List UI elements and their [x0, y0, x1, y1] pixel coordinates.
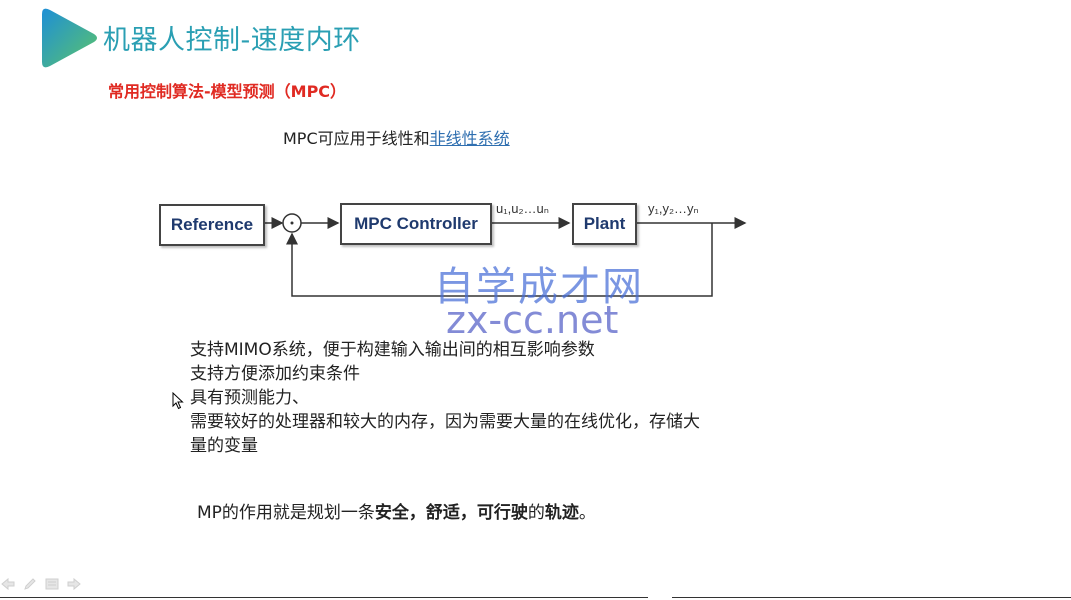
feature-item: 具有预测能力、 [190, 388, 309, 408]
controller-output-label: u₁,u₂…uₙ [496, 201, 549, 216]
play-logo-icon [42, 8, 97, 68]
feature-item: 支持方便添加约束条件 [190, 364, 360, 384]
summary-part3: 的 [527, 503, 545, 523]
bottom-divider [0, 597, 648, 598]
summing-junction [282, 213, 302, 233]
intro-prefix: MPC可应用于线性和 [283, 129, 430, 148]
summary-part1: MP的作用就是规划一条 [197, 503, 375, 523]
slide-subtitle: 常用控制算法-模型预测（MPC） [108, 82, 347, 101]
bottom-divider [672, 597, 1071, 598]
mpc-controller-block: MPC Controller [340, 203, 492, 245]
feature-list: 支持MIMO系统，便于构建输入输出间的相互影响参数 支持方便添加约束条件 具有预… [190, 338, 700, 458]
intro-text: MPC可应用于线性和非线性系统 [283, 125, 510, 149]
feature-item: 需要较好的处理器和较大的内存，因为需要大量的在线优化，存储大量的变量 [190, 412, 700, 456]
reference-block: Reference [159, 204, 265, 246]
plant-output-label: y₁,y₂…yₙ [648, 201, 699, 216]
summary-emphasis: 安全，舒适，可行驶 [374, 503, 528, 523]
feature-item: 支持MIMO系统，便于构建输入输出间的相互影响参数 [190, 340, 595, 360]
nav-forward-icon[interactable] [66, 576, 82, 591]
nav-back-icon[interactable] [0, 576, 16, 591]
slides-menu-icon[interactable] [44, 576, 60, 590]
watermark-site-url: zx-cc.net [446, 298, 619, 342]
nonlinear-systems-link[interactable]: 非线性系统 [429, 129, 510, 148]
slide-nav-controls [0, 576, 82, 591]
pen-icon[interactable] [22, 576, 38, 590]
plant-block: Plant [572, 203, 637, 245]
slide-title: 机器人控制-速度内环 [103, 25, 361, 56]
mouse-cursor-icon [172, 392, 184, 410]
summary-text: MP的作用就是规划一条安全，舒适，可行驶的轨迹。 [197, 498, 596, 523]
summary-trajectory: 轨迹 [544, 503, 579, 523]
summary-part5: 。 [578, 503, 596, 523]
watermark-site-name: 自学成才网 [434, 264, 644, 310]
